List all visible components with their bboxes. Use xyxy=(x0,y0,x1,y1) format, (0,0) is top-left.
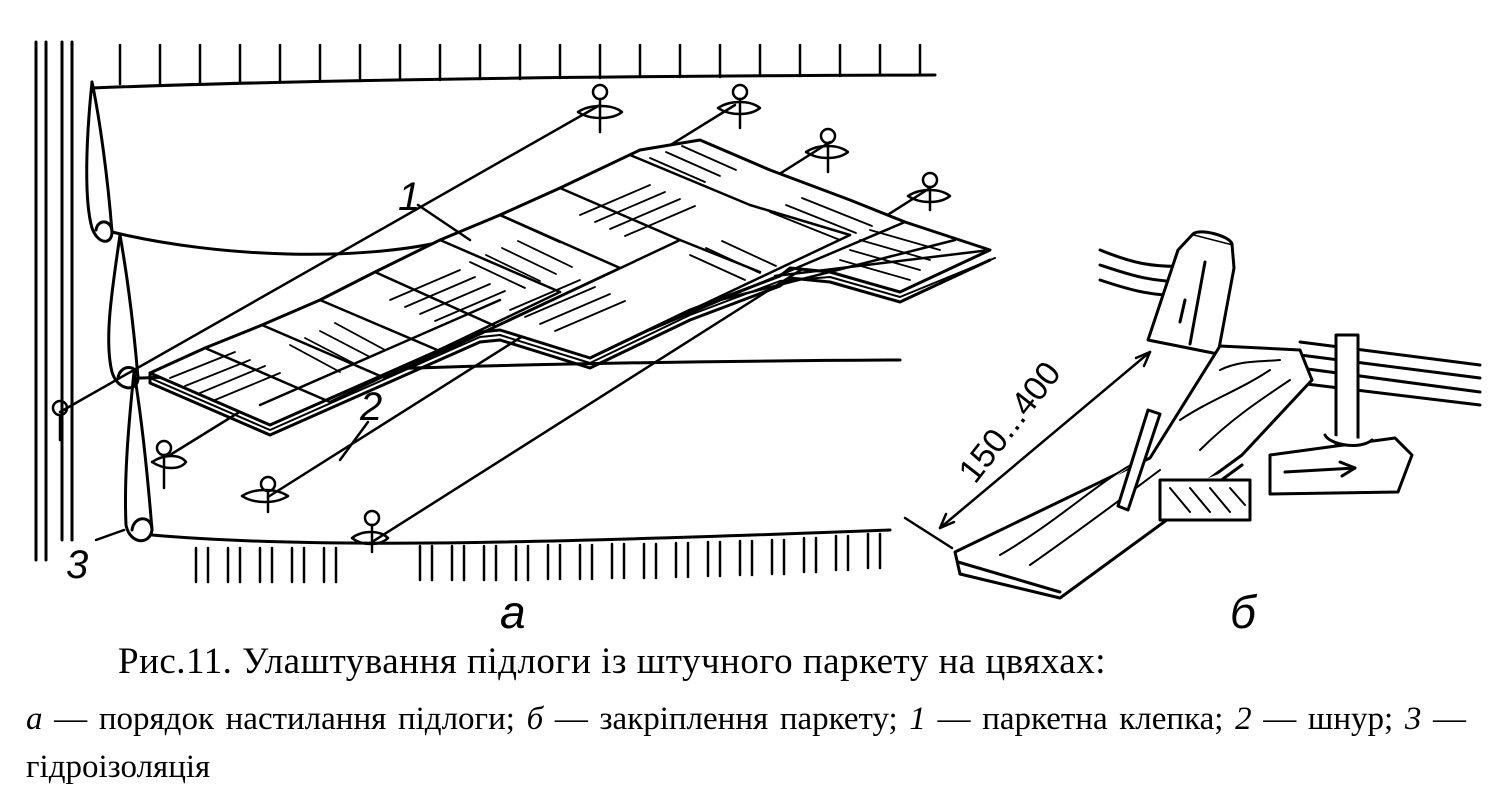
panel-a-label: а xyxy=(500,586,526,638)
pin xyxy=(150,439,188,490)
far-wall-boards xyxy=(118,43,922,86)
panel-b-drawing xyxy=(903,230,1482,600)
legend-key-2: 2 xyxy=(1235,701,1252,737)
legend-key-1: 1 xyxy=(909,701,926,737)
pin xyxy=(716,83,762,130)
panel-b-label: б xyxy=(1230,586,1258,638)
parquet-field xyxy=(148,138,996,437)
label-3: 3 xyxy=(66,543,88,587)
figure-caption-title: Рис.11. Улаштування підлоги із штучного … xyxy=(118,641,1106,682)
label-2: 2 xyxy=(359,385,382,429)
legend-text-1: — паркетна клепка; xyxy=(925,701,1236,737)
pin xyxy=(350,509,390,554)
legend-key-b: б xyxy=(526,701,544,737)
pin xyxy=(51,399,69,442)
legend-key-a: а xyxy=(26,701,43,737)
near-wall-boards xyxy=(194,532,882,584)
far-edge xyxy=(90,73,937,90)
legend-text-2: — шнур; xyxy=(1251,701,1405,737)
parquet-installation-figure: 1 2 3 а б 150...400 xyxy=(34,40,1482,638)
panel-a-drawing xyxy=(34,40,996,584)
label-1: 1 xyxy=(398,175,420,219)
dimension-line xyxy=(903,350,1152,550)
hammer xyxy=(1146,230,1236,356)
legend-key-3: 3 xyxy=(1404,701,1422,737)
pin xyxy=(576,83,624,134)
legend-text-3: — гідроізоляція xyxy=(26,701,1466,785)
figure-caption-legend: а — порядок настилання підлоги; б — закр… xyxy=(26,695,1466,791)
pin xyxy=(804,127,850,174)
wall xyxy=(34,40,74,562)
support-block xyxy=(1158,478,1252,522)
nail xyxy=(1116,408,1162,512)
pin xyxy=(240,475,290,514)
legend-text-a: — порядок настилання підлоги; xyxy=(42,701,527,737)
clamp xyxy=(1268,333,1414,496)
legend-text-b: — закріплення паркету; xyxy=(543,701,910,737)
pin xyxy=(906,171,952,212)
leader-lines xyxy=(94,203,472,542)
cord-pins xyxy=(51,83,952,554)
